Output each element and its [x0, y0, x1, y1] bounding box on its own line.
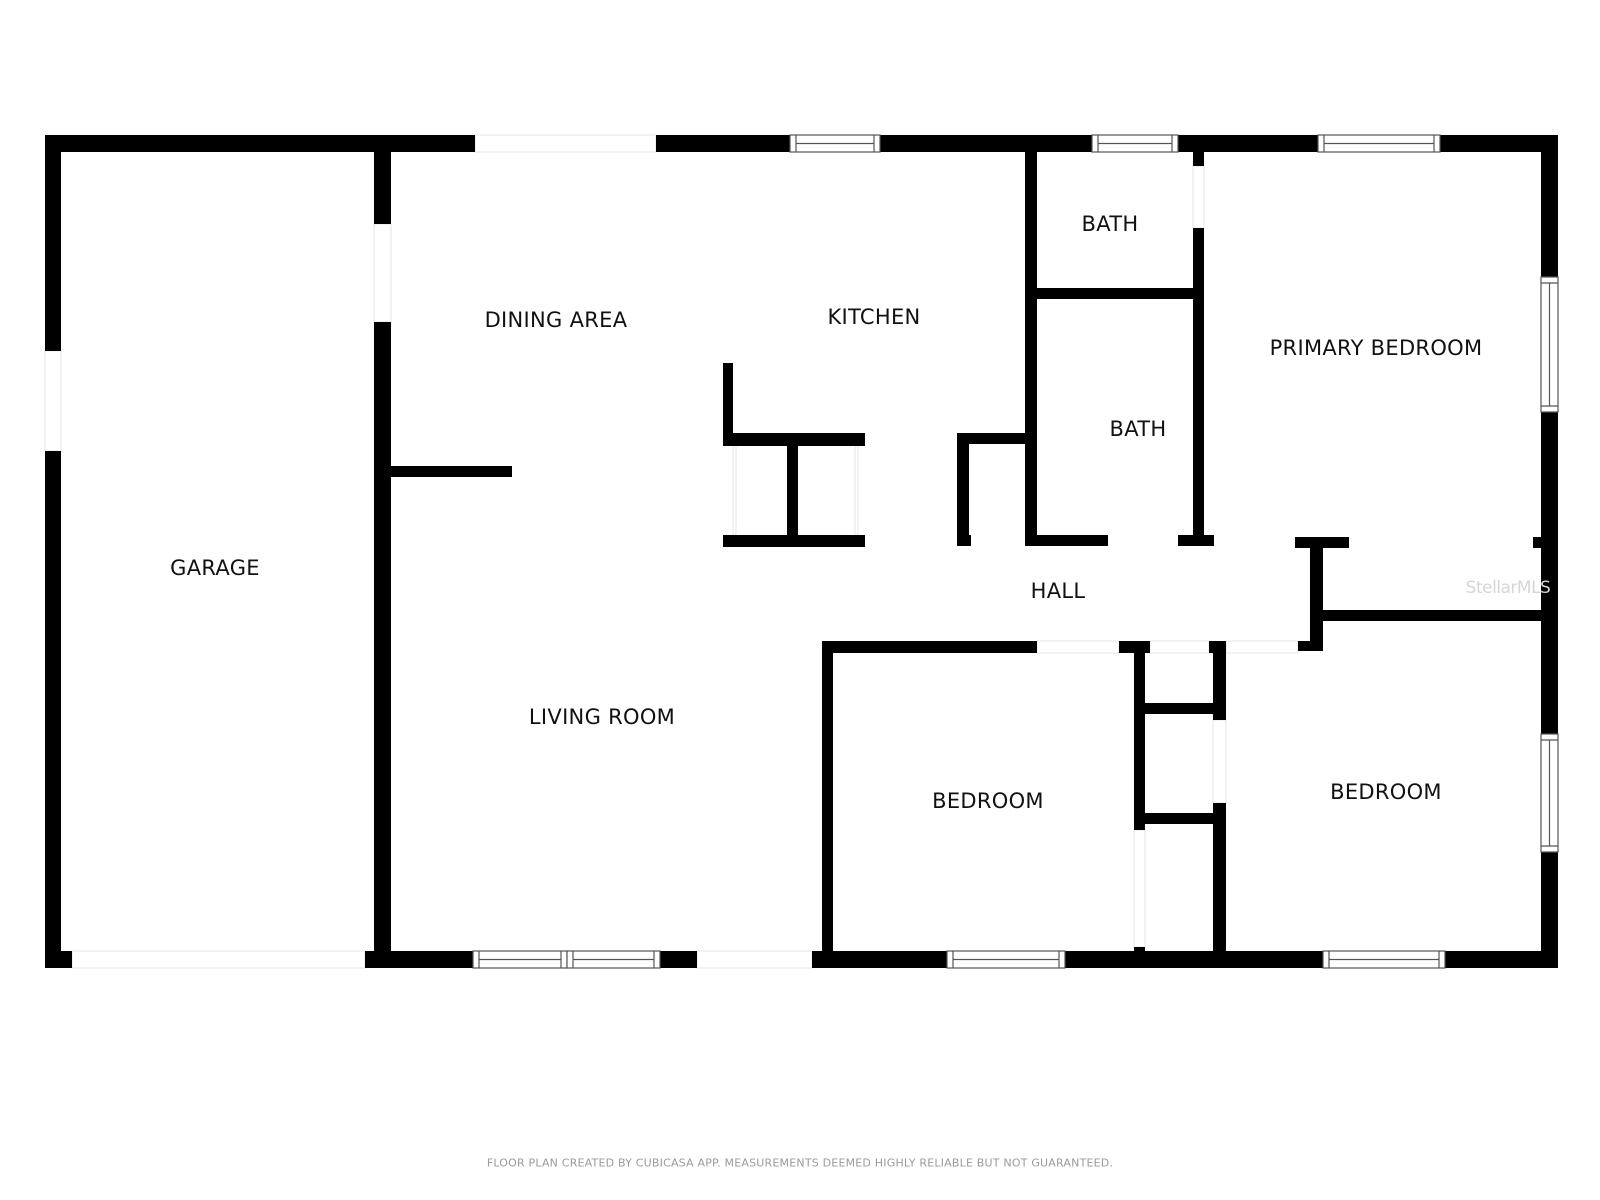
room-label-garage: GARAGE	[170, 556, 260, 580]
wall-segment	[723, 433, 865, 446]
wall-segment	[1193, 228, 1204, 546]
wall-segment	[1295, 537, 1349, 548]
room-label-bedroom-1: BEDROOM	[932, 789, 1044, 813]
wall-segment	[1178, 135, 1318, 152]
wall-segment	[45, 135, 61, 351]
window	[1091, 134, 1179, 153]
watermark: StellarMLS	[1465, 578, 1551, 598]
wall-segment	[1541, 852, 1558, 968]
room-label-primary-bedroom: PRIMARY BEDROOM	[1269, 336, 1483, 360]
windows	[472, 134, 1559, 969]
wall-segment	[391, 466, 512, 477]
wall-segment	[880, 135, 1092, 152]
wall-segment	[656, 135, 790, 152]
window	[946, 950, 1066, 969]
door-opening	[854, 445, 859, 536]
room-label-dining-area: DINING AREA	[484, 308, 628, 332]
door-opening	[1225, 640, 1299, 654]
wall-segment	[1037, 288, 1203, 299]
wall-segment	[723, 535, 736, 547]
wall-segment	[45, 951, 72, 968]
wall-segment	[1065, 951, 1323, 968]
door-opening	[71, 950, 366, 969]
room-label-bath-2: BATH	[1109, 417, 1167, 441]
wall-segment	[365, 951, 473, 968]
wall-segment	[1323, 610, 1541, 621]
wall-segment	[812, 951, 947, 968]
wall-segment	[1541, 135, 1558, 277]
wall-segment	[1193, 152, 1204, 166]
window	[566, 950, 661, 969]
wall-segment	[822, 653, 833, 968]
wall-segment	[855, 433, 865, 445]
door-opening	[373, 223, 392, 323]
window	[1317, 134, 1441, 153]
door-opening	[696, 950, 813, 969]
wall-segment	[1134, 653, 1145, 830]
window	[472, 950, 568, 969]
wall-segment	[957, 433, 1030, 444]
wall-segment	[1025, 152, 1037, 546]
wall-segment	[45, 451, 61, 968]
wall-segment	[1213, 653, 1226, 720]
window	[1540, 733, 1559, 853]
wall-segment	[374, 322, 391, 968]
wall-segment	[855, 535, 865, 547]
door-opening	[1133, 829, 1146, 948]
wall-segment	[1145, 703, 1217, 714]
room-label-bath-1: BATH	[1081, 212, 1139, 236]
wall-segment	[723, 363, 733, 446]
footer-disclaimer: FLOOR PLAN CREATED BY CUBICASA APP. MEAS…	[486, 1156, 1114, 1170]
wall-segment	[1134, 947, 1145, 953]
wall-segment	[1541, 412, 1558, 734]
wall-segment	[1209, 641, 1226, 653]
door-opening	[732, 445, 737, 536]
wall-segment	[45, 135, 475, 152]
wall-segment	[1178, 535, 1214, 546]
wall-segment	[822, 641, 1037, 653]
door-opening	[474, 134, 657, 153]
wall-segment	[1025, 535, 1108, 546]
wall-segment	[787, 446, 798, 535]
walls	[45, 135, 1558, 968]
wall-segment	[957, 433, 969, 546]
window	[1540, 276, 1559, 413]
wall-segment	[660, 951, 697, 968]
wall-segment	[1119, 641, 1150, 653]
wall-segment	[1298, 641, 1311, 651]
window	[1322, 950, 1446, 969]
wall-segment	[1310, 548, 1323, 651]
door-opening	[1149, 640, 1210, 654]
wall-segment	[1445, 951, 1558, 968]
wall-segment	[957, 535, 971, 546]
wall-segment	[1145, 813, 1217, 824]
room-label-kitchen: KITCHEN	[827, 305, 921, 329]
window	[789, 134, 881, 153]
room-label-living-room: LIVING ROOM	[528, 705, 676, 729]
wall-segment	[723, 535, 865, 547]
door-opening	[1036, 640, 1120, 654]
wall-segment	[1213, 803, 1226, 968]
door-opening	[1192, 165, 1205, 229]
room-label-bedroom-2: BEDROOM	[1330, 780, 1442, 804]
wall-segment	[1533, 537, 1541, 548]
wall-segment	[374, 152, 391, 224]
door-opening	[1212, 719, 1227, 804]
door-openings	[44, 134, 1299, 969]
wall-segment	[1440, 135, 1558, 152]
door-opening	[44, 350, 62, 452]
room-label-hall: HALL	[1030, 579, 1086, 603]
